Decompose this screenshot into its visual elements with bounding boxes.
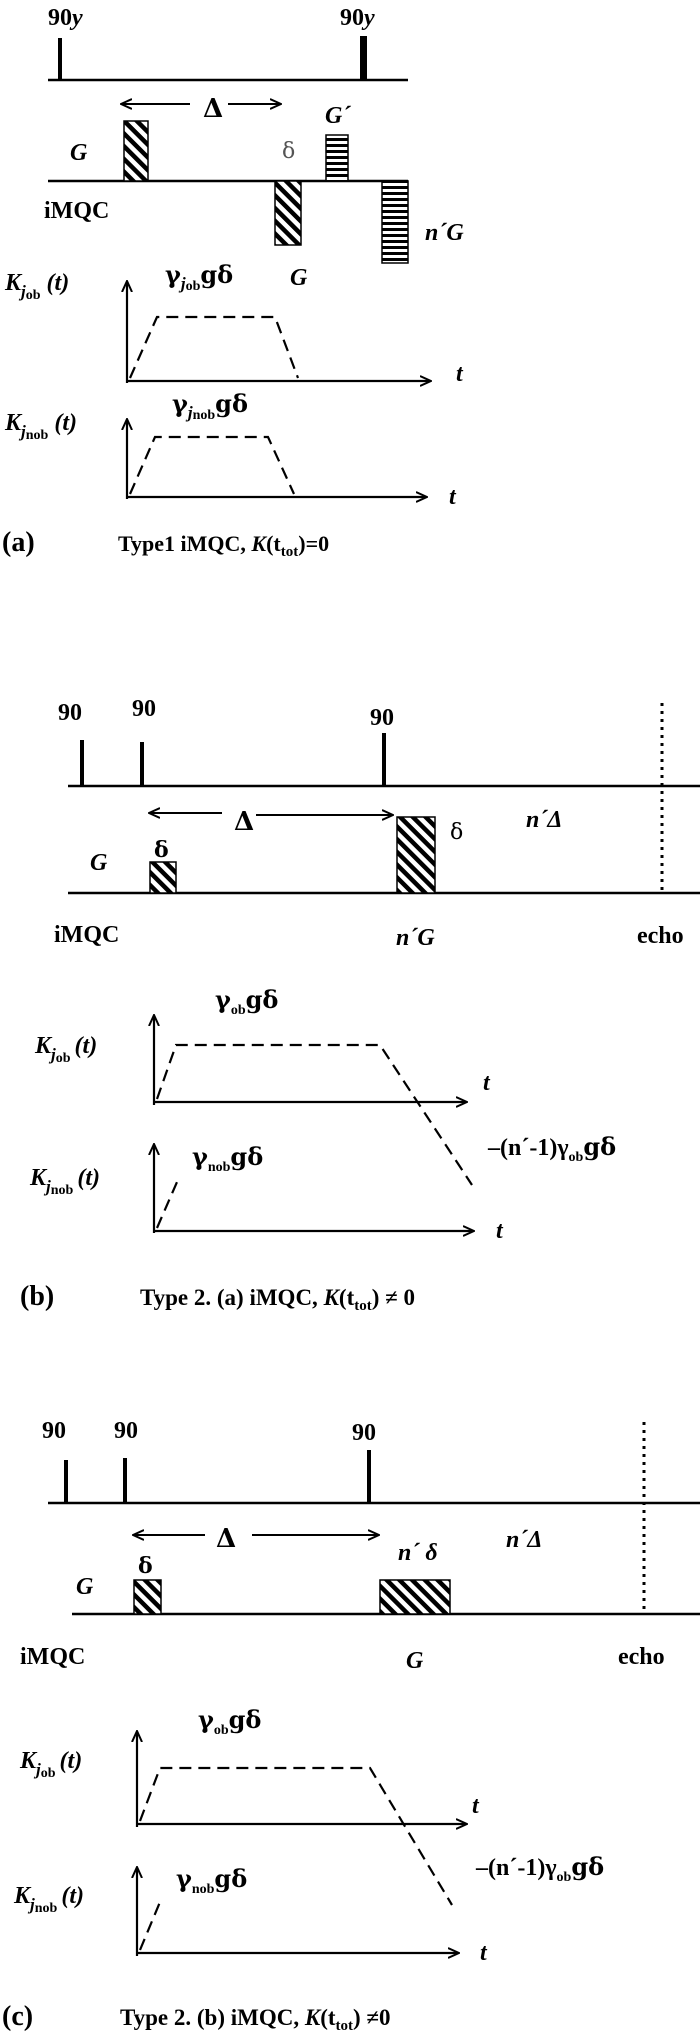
gradient-pulse-nG: [396, 816, 436, 894]
kjnob-label: Kjnob(t): [29, 1165, 100, 1198]
rf-pulse-3: [382, 733, 386, 786]
pulse-2-label: 90y: [340, 5, 375, 31]
kjob-label: Kjob(t): [4, 270, 69, 303]
kjnob-trace: [155, 1181, 179, 1229]
kjob-level-label: γobgδ: [215, 985, 278, 1018]
kjob-trace: [155, 1043, 473, 1186]
rf-pulse-3: [367, 1450, 371, 1503]
panel-a: 90y 90y Δ G δ G´ iMQC n´G G Kjob(t) γjob…: [2, 5, 464, 560]
kjob-label: Kjob(t): [19, 1748, 82, 1781]
gradient-G-label: G: [90, 850, 108, 876]
panel-b: 90 90 90 Δ n´Δ δ δ G iMQC n´G echo γobgδ…: [20, 696, 700, 1314]
gradient-pulse-G-neg: [274, 180, 302, 246]
pulse-3-label: 90: [370, 705, 394, 731]
kjob-negative-label: –(n´-1)γobgδ: [475, 1852, 604, 1885]
n-delta-label: n´Δ: [506, 1527, 542, 1553]
pulse-2-label: 90: [132, 696, 156, 722]
delta-cap-label: Δ: [234, 807, 254, 837]
gradient-pulse-nG: [381, 180, 409, 264]
rf-pulse-2: [140, 742, 144, 786]
pulse-1-label: 90y: [48, 5, 83, 31]
kjnob-level-label: γnobgδ: [176, 1864, 247, 1897]
n-delta-label: n´Δ: [526, 807, 562, 833]
panel-a-tag: (a): [2, 527, 35, 558]
kjnob-t-label: t: [496, 1218, 504, 1244]
delta-cap-label: Δ: [216, 1524, 236, 1554]
n-delta-small-label: n´ δ: [398, 1540, 438, 1566]
panel-b-tag: (b): [20, 1281, 54, 1312]
kjob-trace: [138, 1766, 453, 1906]
panel-a-caption: Type1 iMQC, K(ttot)=0: [118, 531, 329, 560]
gradient-G-bottom-label: G: [290, 265, 308, 291]
delta-cap-label: Δ: [203, 94, 223, 124]
delta-small-label-2: δ: [450, 820, 463, 845]
delta-small-label: δ: [282, 139, 295, 164]
panel-c-tag: (c): [2, 2001, 33, 2032]
pulse-1-label: 90: [58, 700, 82, 726]
kjob-label: Kjob(t): [34, 1033, 97, 1066]
kjob-level-label: γobgδ: [198, 1705, 261, 1738]
kjnob-t-label: t: [449, 484, 457, 510]
gradient-G-prime-label: G´: [325, 103, 351, 129]
kjnob-trace: [128, 435, 296, 495]
rf-pulse-2: [360, 36, 367, 80]
gradient-pulse-G: [149, 861, 177, 894]
pulse-3-label: 90: [352, 1420, 376, 1446]
imqc-label: iMQC: [20, 1644, 85, 1670]
panel-b-caption: Type 2. (a) iMQC, K(ttot) ≠ 0: [140, 1285, 415, 1314]
rf-pulse-1: [80, 740, 84, 786]
gradient-G-bottom-label: G: [406, 1648, 424, 1674]
imqc-label: iMQC: [54, 922, 119, 948]
kjob-t-label: t: [472, 1793, 480, 1819]
kjob-trace: [128, 315, 300, 379]
kjnob-level-label: γnobgδ: [192, 1142, 263, 1175]
echo-label: echo: [618, 1644, 665, 1670]
gradient-nG-label: n´G: [425, 220, 464, 246]
gradient-pulse-G-prime: [325, 134, 349, 182]
rf-pulse-1: [58, 38, 62, 80]
kjnob-level-label: γjnobgδ: [172, 389, 248, 423]
kjob-level-label: γjobgδ: [165, 260, 233, 294]
pulse-1-label: 90: [42, 1418, 66, 1444]
echo-label: echo: [637, 923, 684, 949]
kjob-t-label: t: [456, 361, 464, 387]
kjnob-label: Kjnob(t): [13, 1883, 84, 1916]
kjob-t-label: t: [483, 1070, 491, 1096]
panel-c-caption: Type 2. (b) iMQC, K(ttot) ≠0: [120, 2005, 391, 2033]
delta-small-label-1: δ: [154, 837, 169, 863]
gradient-pulse-n-delta: [379, 1579, 451, 1615]
gradient-G-label: G: [70, 140, 88, 166]
kjnob-label: Kjnob(t): [4, 410, 77, 443]
kjnob-trace: [138, 1901, 162, 1951]
rf-pulse-2: [123, 1458, 127, 1503]
panel-c: 90 90 90 Δ n´ δ n´Δ δ G iMQC G echo γobg…: [2, 1418, 700, 2033]
kjnob-t-label: t: [480, 1940, 488, 1966]
gradient-G-label: G: [76, 1574, 94, 1600]
imqc-label: iMQC: [44, 198, 109, 224]
kjob-negative-label: –(n´-1)γobgδ: [487, 1132, 616, 1165]
gradient-nG-label: n´G: [396, 925, 435, 951]
delta-small-label: δ: [138, 1553, 153, 1579]
gradient-pulse-G: [133, 1579, 162, 1615]
gradient-pulse-G: [123, 120, 149, 182]
rf-pulse-1: [64, 1460, 68, 1503]
pulse-2-label: 90: [114, 1418, 138, 1444]
